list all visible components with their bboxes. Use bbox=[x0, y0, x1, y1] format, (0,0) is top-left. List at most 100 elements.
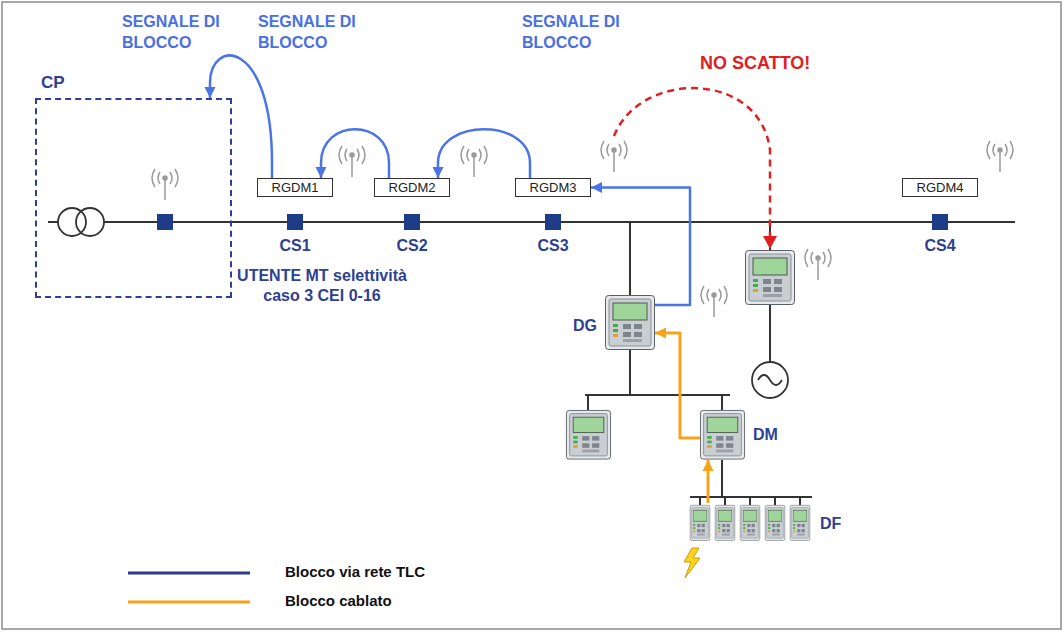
device-label: DG bbox=[573, 317, 597, 335]
signal-label: SEGNALE DI BLOCCO bbox=[122, 12, 234, 54]
tlc-block-connector bbox=[433, 129, 531, 178]
legend-line bbox=[128, 601, 250, 604]
transformer-symbol bbox=[58, 208, 86, 236]
no-trip-arrow bbox=[614, 88, 777, 249]
unit-name: RGDM4 bbox=[912, 179, 968, 196]
relay-protection-device: DM bbox=[700, 410, 745, 460]
connector-line bbox=[210, 56, 272, 178]
relay-devices bbox=[765, 505, 785, 540]
breaker-square bbox=[932, 214, 948, 230]
antenna-set bbox=[339, 146, 365, 177]
user-wiring bbox=[585, 394, 730, 396]
relay-devices bbox=[690, 505, 710, 540]
relay-protection-device: DG bbox=[605, 295, 655, 350]
breaker-label: CS1 bbox=[265, 236, 325, 256]
antenna-set bbox=[461, 146, 487, 177]
arrowhead bbox=[433, 167, 444, 178]
breaker-label: CS4 bbox=[910, 236, 970, 256]
user-wiring bbox=[799, 497, 801, 505]
rgdm-unit-box: RGDM4 bbox=[902, 178, 978, 197]
user-wiring bbox=[769, 305, 771, 362]
generator-symbol bbox=[758, 375, 782, 385]
user-wiring bbox=[699, 497, 701, 505]
legend-text: Blocco via rete TLC bbox=[285, 563, 425, 580]
legend-line-sample bbox=[126, 598, 252, 606]
user-wiring bbox=[724, 497, 726, 505]
tlc-block-connector bbox=[205, 56, 273, 178]
unit-name: RGDM3 bbox=[525, 179, 581, 196]
user-wiring bbox=[587, 395, 589, 410]
relay-devices bbox=[746, 251, 795, 305]
rgdm-unit-box: RGDM1 bbox=[257, 178, 333, 197]
arrowhead bbox=[316, 167, 327, 178]
legend-line bbox=[128, 572, 250, 575]
relay-devices bbox=[700, 410, 744, 459]
relay-devices bbox=[566, 251, 809, 541]
user-wiring bbox=[721, 460, 723, 497]
device-label: DM bbox=[753, 426, 778, 444]
breaker-square bbox=[545, 214, 561, 230]
user-wiring bbox=[721, 395, 723, 410]
unit-name: RGDM2 bbox=[384, 179, 440, 196]
antenna-set bbox=[152, 169, 178, 200]
unit-name: RGDM1 bbox=[267, 179, 323, 196]
antenna-set bbox=[152, 141, 1013, 317]
tlc-block-connector bbox=[316, 129, 390, 178]
transformer-symbol bbox=[76, 208, 104, 236]
arrowhead bbox=[205, 87, 216, 98]
connector-line bbox=[655, 333, 700, 438]
user-wiring bbox=[774, 497, 776, 505]
user-wiring bbox=[629, 222, 631, 295]
relay-devices bbox=[715, 505, 735, 540]
user-wiring bbox=[749, 497, 751, 505]
wired-block-connector bbox=[703, 460, 714, 503]
primary-substation-region: CP bbox=[35, 98, 232, 298]
antenna-set bbox=[805, 249, 831, 280]
fault-lightning bbox=[684, 548, 700, 578]
breaker-square bbox=[157, 214, 173, 230]
connector-line bbox=[438, 129, 530, 178]
signal-label: SEGNALE DI BLOCCO bbox=[258, 12, 370, 54]
no-trip-arrow bbox=[614, 88, 770, 238]
antenna-set bbox=[601, 141, 627, 172]
breaker-label: CS2 bbox=[382, 236, 442, 256]
wired-block-connector bbox=[655, 328, 700, 439]
rgdm-unit-box: RGDM2 bbox=[374, 178, 450, 197]
breaker-square bbox=[157, 214, 948, 230]
relay-devices bbox=[566, 410, 610, 459]
legend-text: Blocco cablato bbox=[285, 592, 392, 609]
arrowhead bbox=[703, 460, 714, 471]
user-wiring bbox=[585, 222, 812, 505]
breaker-square bbox=[404, 214, 420, 230]
arrowhead bbox=[591, 182, 602, 193]
breaker-square bbox=[287, 214, 303, 230]
relay-devices bbox=[740, 505, 760, 540]
legend-line-sample bbox=[126, 569, 252, 577]
mv-busbar bbox=[48, 221, 58, 223]
no-trip-arrow bbox=[763, 236, 777, 249]
generator-symbol bbox=[752, 362, 788, 398]
antenna-set bbox=[987, 141, 1013, 172]
connector-line bbox=[321, 129, 389, 178]
relay-protection-device: DF bbox=[688, 503, 812, 543]
signal-label: SEGNALE DI BLOCCO bbox=[522, 12, 634, 54]
connector-line bbox=[591, 188, 690, 306]
region-heading: CP bbox=[41, 73, 65, 93]
no-trip-note: NO SCATTO! bbox=[700, 52, 830, 75]
relay-devices bbox=[790, 505, 810, 540]
relay-devices bbox=[606, 296, 655, 350]
generator-symbol bbox=[752, 362, 788, 398]
rgdm-unit-box: RGDM3 bbox=[515, 178, 591, 197]
arrowhead bbox=[655, 328, 666, 339]
transformer-symbol bbox=[58, 208, 104, 236]
mv-busbar bbox=[48, 221, 1015, 223]
device-label: DF bbox=[820, 515, 841, 533]
breaker-label: CS3 bbox=[523, 236, 583, 256]
user-note: UTENTE MT selettività caso 3 CEI 0-16 bbox=[236, 266, 408, 306]
user-wiring bbox=[629, 350, 631, 395]
tlc-block-connector bbox=[591, 182, 690, 305]
